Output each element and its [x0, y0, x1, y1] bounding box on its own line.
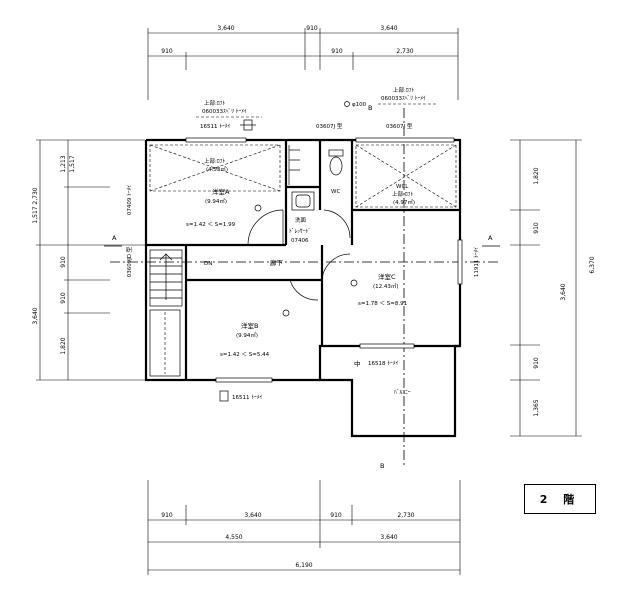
- room-b-area: (9.94㎡): [236, 331, 258, 339]
- room-a-note: s=1.42 ＜ S=1.99: [186, 222, 236, 228]
- window-code-top-left: 060033ｽﾍﾞﾘ ﾄｰﾒｲ: [202, 108, 247, 115]
- dim-right-inner-4: 910: [533, 357, 540, 369]
- window-marker-bottom: [219, 390, 229, 402]
- dim-top-r1-2: 910: [306, 25, 318, 32]
- dim-right-outer: 6,370: [589, 256, 596, 273]
- down-label: DN: [204, 261, 212, 267]
- staircase: [149, 249, 183, 307]
- dim-right-inner-2: 910: [533, 222, 540, 234]
- light-icon-room-a: [254, 204, 262, 212]
- vent-icon: [344, 101, 350, 107]
- dim-right-inner-3: 3,640: [560, 283, 567, 300]
- light-icon-room-c: [350, 279, 358, 287]
- vent-label: φ100: [352, 102, 367, 108]
- dim-left-outer-3: 3,640: [32, 307, 39, 324]
- washbasin-icon: [291, 191, 315, 211]
- dim-top-r2-2: 910: [331, 48, 343, 55]
- loft-area-room-a: [149, 144, 281, 192]
- windows: [185, 137, 463, 383]
- light-icon-room-b: [282, 309, 290, 317]
- dim-left-outer-1: 2,730: [32, 187, 39, 204]
- room-c-name: 洋室C: [378, 272, 396, 281]
- closet-code: ﾄﾞﾚｯｻｰﾄﾞ: [289, 228, 311, 235]
- room-c-note: s=1.78 ＜ S=8.91: [358, 301, 407, 307]
- dim-top-r2-3: 2,730: [396, 48, 413, 55]
- dim-left-inner-2: 1,213: [60, 155, 67, 172]
- dim-bottom-r1-2: 3,640: [244, 512, 261, 519]
- wc-label: WC: [331, 189, 340, 195]
- floor-label-box: 2 階: [524, 484, 596, 514]
- section-a-left: A: [112, 234, 117, 242]
- dim-left-inner-1: 1,517: [69, 155, 76, 172]
- loft-label-top-left: 上部:ﾛﾌﾄ: [204, 99, 225, 107]
- wcl-label: WCL: [396, 184, 409, 190]
- section-a-right: A: [488, 234, 493, 242]
- room-c-area: (12.43㎡): [373, 282, 399, 290]
- toilet-icon: [328, 149, 344, 176]
- dim-bottom-r1-3: 910: [330, 512, 342, 519]
- dim-left-inner-3: 910: [60, 256, 67, 268]
- right-dimension-lines: [510, 139, 582, 437]
- dim-left-inner-4: 910: [60, 292, 67, 304]
- dim-bottom-r2-2: 3,640: [380, 534, 397, 541]
- closet-shelf: [288, 145, 300, 185]
- wcl-loft-label: 上部:ﾛﾌﾄ: [392, 190, 413, 198]
- dim-top-r1-1: 3,640: [217, 25, 234, 32]
- room-a-area: (9.94㎡): [205, 197, 227, 205]
- dim-top-r2-1: 910: [161, 48, 173, 55]
- left-dimension-lines: [36, 139, 145, 381]
- room-a-loft-label: 上部:ﾛﾌﾄ: [204, 157, 225, 165]
- room-b-name: 洋室B: [241, 321, 258, 330]
- walls: [144, 138, 462, 438]
- washroom-label: 洗面: [295, 216, 307, 224]
- dim-bottom-r1-4: 2,730: [397, 512, 414, 519]
- dim-left-outer-2: 1,517: [32, 206, 39, 223]
- section-b-bottom: B: [380, 462, 384, 470]
- door-code: 07406: [291, 238, 309, 244]
- section-b-top: B: [368, 104, 372, 112]
- bottom-dimension-lines: [147, 480, 461, 575]
- dim-bottom-r2-1: 4,550: [225, 534, 242, 541]
- window-code-top-right: 060033ｽﾍﾞﾘ ﾄｰﾒｲ: [381, 95, 426, 102]
- balcony-window-code: 16518 ﾄｰﾒｲ: [368, 361, 398, 367]
- room-a-loft-area: (4.53㎡): [206, 165, 228, 173]
- dim-right-inner-1: 1,820: [533, 167, 540, 184]
- wcl-loft-area: (4.97㎡): [393, 198, 415, 206]
- left-side-code-1: 07409 ﾄｰﾒｲ: [127, 185, 133, 215]
- type-code-2: 03607J 型: [386, 122, 413, 130]
- dim-left-inner-5: 1,820: [60, 337, 67, 354]
- dim-top-r1-3: 3,640: [380, 25, 397, 32]
- hall-label: 廊下: [270, 258, 284, 267]
- closet-room-b: [149, 309, 181, 377]
- bottom-window-code: 16511 ﾄｰﾒｲ: [232, 395, 262, 401]
- room-b-note: s=1.42 ＜ S=5.44: [220, 352, 270, 358]
- room-a-name: 洋室A: [212, 187, 230, 196]
- balcony-window-mark: 中: [354, 359, 361, 368]
- dim-bottom-r3: 6,190: [295, 562, 312, 569]
- loft-label-top-right: 上部:ﾛﾌﾄ: [393, 86, 414, 94]
- dim-right-inner-5: 1,365: [533, 399, 540, 416]
- window-code-top-left-2: 16511 ﾄｰﾒｲ: [200, 124, 230, 130]
- top-dimension-lines: [147, 28, 459, 100]
- dim-bottom-r1-1: 910: [161, 512, 173, 519]
- loft-area-wcl: [355, 144, 457, 208]
- type-code-1: 03607J 型: [316, 122, 343, 130]
- balcony-label: ﾊﾞﾙｺﾆｰ: [394, 389, 411, 396]
